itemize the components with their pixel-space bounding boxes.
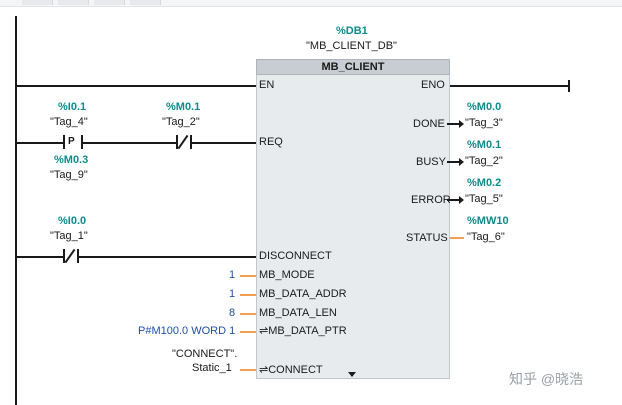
editor-top-strip [0,0,622,7]
nc-contact-right-bar [190,135,192,149]
status-tag[interactable]: "Tag_6" [467,231,505,243]
nc-contact-left-bar [176,135,178,149]
error-arrow [459,196,464,204]
mb-data-len-pin[interactable]: MB_DATA_LEN [259,307,337,319]
error-wire [447,199,459,201]
eno-wire-end [568,80,570,92]
mb-mode-wire [240,275,256,277]
disconnect-pin[interactable]: DISCONNECT [259,250,332,262]
nc-contact-right-bar [77,249,79,263]
nc-contact-disconnect[interactable] [61,247,81,265]
done-tag[interactable]: "Tag_3" [465,117,503,129]
chevron-down-icon[interactable] [348,372,356,377]
mb-data-addr-wire [240,294,256,296]
p-contact-right-bar [81,135,83,149]
contact2-tag[interactable]: "Tag_2" [162,116,200,128]
toolbar-tab[interactable] [22,0,53,5]
contact1-tag[interactable]: "Tag_4" [50,116,88,128]
watermark-text: 知乎 @晓浩 [509,371,584,387]
done-pin[interactable]: DONE [413,118,445,130]
mb-mode-value[interactable]: 1 [229,269,236,281]
toolbar-tab[interactable] [94,0,125,5]
toolbar-tab[interactable] [58,0,89,5]
contact1-edge-tag[interactable]: "Tag_9" [50,169,88,181]
req-wire [16,142,63,144]
done-address[interactable]: %M0.0 [467,101,502,113]
disconnect-wire [79,256,256,258]
instance-db-address[interactable]: %DB1 [336,25,368,37]
contact2-address[interactable]: %M0.1 [166,101,201,113]
status-wire [450,237,464,239]
contact3-address[interactable]: %I0.0 [58,215,87,227]
mb-data-ptr-pin[interactable]: ⇌MB_DATA_PTR [259,325,347,337]
connect-wire [240,369,256,371]
contact3-tag[interactable]: "Tag_1" [50,230,88,242]
nc-contact-left-bar [63,249,65,263]
mb-data-addr-value[interactable]: 1 [229,288,236,300]
mb-data-len-value[interactable]: 8 [229,307,236,319]
error-pin[interactable]: ERROR [411,194,451,206]
busy-arrow [459,158,464,166]
contact1-address[interactable]: %I0.1 [58,101,87,113]
mb-data-ptr-wire [240,331,256,333]
error-address[interactable]: %M0.2 [467,177,502,189]
p-edge-contact[interactable] [62,133,85,151]
mb-mode-pin[interactable]: MB_MODE [259,269,315,281]
req-pin[interactable]: REQ [259,136,283,148]
busy-tag[interactable]: "Tag_2" [465,155,503,167]
mb-data-addr-pin[interactable]: MB_DATA_ADDR [259,288,347,300]
status-pin[interactable]: STATUS [406,232,448,244]
en-pin[interactable]: EN [259,79,275,91]
en-wire [16,85,256,87]
req-wire [83,142,176,144]
eno-pin[interactable]: ENO [421,79,445,91]
disconnect-wire [16,256,63,258]
left-power-rail [15,16,17,405]
status-address[interactable]: %MW10 [467,215,509,227]
toolbar-tab[interactable] [130,0,161,5]
mb-data-ptr-value[interactable]: P#M100.0 WORD 1 [138,325,236,337]
busy-address[interactable]: %M0.1 [467,139,502,151]
req-wire [192,142,256,144]
mb-data-len-wire [240,313,256,315]
eno-wire [450,85,570,87]
mb-client-block[interactable] [256,59,450,379]
error-tag[interactable]: "Tag_5" [465,193,503,205]
nc-contact-req[interactable] [174,133,194,151]
done-wire [447,123,459,125]
instance-db-name[interactable]: "MB_CLIENT_DB" [306,40,397,52]
p-contact-type: P [68,136,75,147]
p-contact-left-bar [63,135,65,149]
contact1-edge-address[interactable]: %M0.3 [54,154,89,166]
connect-value-line1[interactable]: "CONNECT". [172,348,238,360]
busy-wire [447,161,459,163]
block-title[interactable]: MB_CLIENT [256,59,450,75]
connect-pin[interactable]: ⇌CONNECT [259,364,323,376]
connect-value-line2[interactable]: Static_1 [192,362,232,374]
done-arrow [459,120,464,128]
busy-pin[interactable]: BUSY [416,156,446,168]
